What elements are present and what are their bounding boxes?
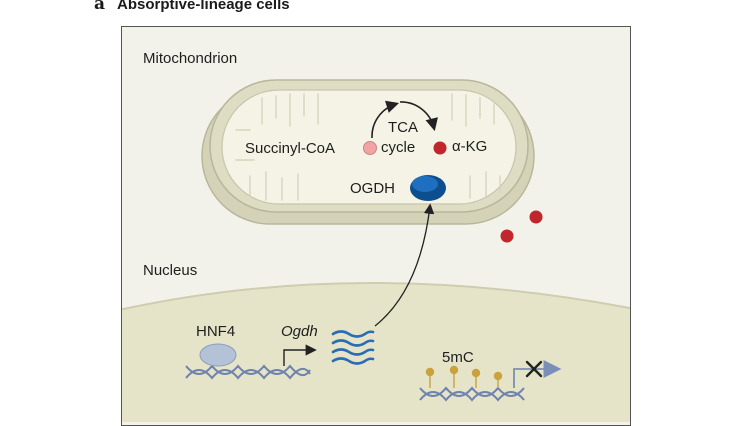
mitochondrion-label: Mitochondrion [143,50,238,67]
tca-label-line2: cycle [381,139,416,156]
panel-header: a Absorptive-lineage cells [94,0,290,14]
panel-title: Absorptive-lineage cells [117,0,290,13]
mrna-icon [331,330,375,365]
succinyl-coa-dot [363,141,377,155]
tca-cycle-arrows [371,100,438,139]
tca-label-line1: TCA [388,119,418,136]
nucleus-body [122,282,630,422]
alpha-kg-cytosol-dot [500,229,514,243]
ogdh-protein-icon [410,175,446,201]
methylation-marks [425,365,503,388]
nucleus-label: Nucleus [143,262,198,279]
panel-letter: a [94,0,106,14]
transcription-start-arrow [283,344,317,366]
translation-arrow [374,203,435,327]
ogdh-protein-label: OGDH [350,180,395,197]
hnf4-label: HNF4 [196,323,236,340]
alpha-kg-cytosol-dot [529,210,543,224]
dna-strand-left [185,364,311,380]
dna-strand-right [419,386,525,402]
cristae [235,93,501,201]
hnf4-protein-icon [199,343,237,367]
alpha-kg-label: α-KG [452,138,488,155]
ogdh-gene-label: Ogdh [281,323,318,340]
succinyl-coa-label: Succinyl-CoA [245,140,336,157]
methylation-label: 5mC [442,349,474,366]
blocked-x-icon [525,360,543,378]
alpha-kg-dot [433,141,447,155]
blocked-transcription-arrow [513,360,562,388]
